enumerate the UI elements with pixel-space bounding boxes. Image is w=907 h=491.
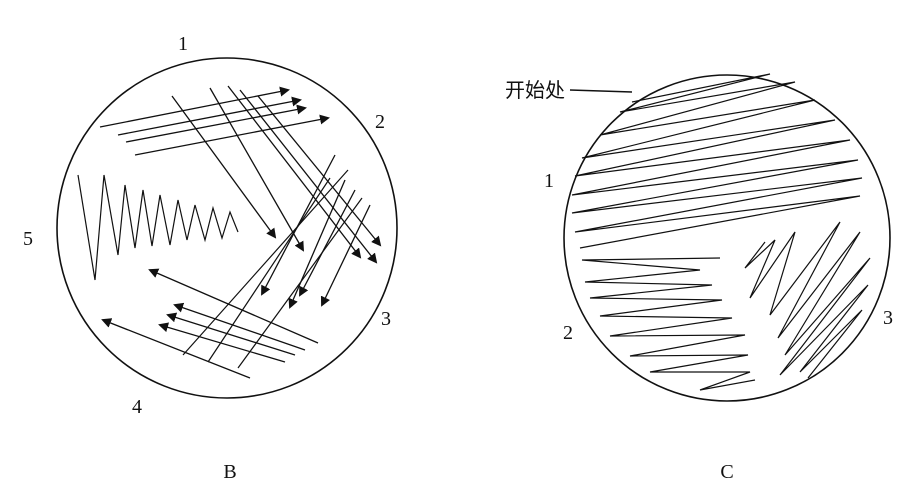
petri-dish-b	[56, 57, 398, 399]
region-label-c-2: 2	[563, 322, 573, 344]
region-label-b-4: 4	[132, 396, 142, 418]
diagram-c: 开始处 1 2 3 C	[505, 73, 893, 483]
streak-region-4	[101, 268, 319, 379]
streak-region-1	[99, 86, 330, 156]
streak-region-c-2	[581, 257, 756, 391]
streak-region-2	[171, 85, 382, 264]
streak-region-c-1	[571, 73, 863, 249]
caption-b: B	[223, 461, 236, 483]
streak-region-5-zigzag	[77, 174, 239, 281]
streak-region-3	[261, 154, 371, 309]
streak-region-c-3	[744, 221, 871, 379]
region-label-b-1: 1	[178, 33, 188, 55]
region-label-b-2: 2	[375, 111, 385, 133]
caption-c: C	[720, 461, 733, 483]
region-label-b-5: 5	[23, 228, 33, 250]
diagram-b: 1 2 3 4 5 B	[23, 33, 398, 483]
petri-dish-c	[563, 74, 891, 402]
region-label-c-3: 3	[883, 307, 893, 329]
region-label-c-1: 1	[544, 170, 554, 192]
cross-lines-3-4	[182, 169, 363, 369]
start-label: 开始处	[505, 78, 565, 102]
start-leader-line	[569, 89, 633, 93]
region-label-b-3: 3	[381, 308, 391, 330]
